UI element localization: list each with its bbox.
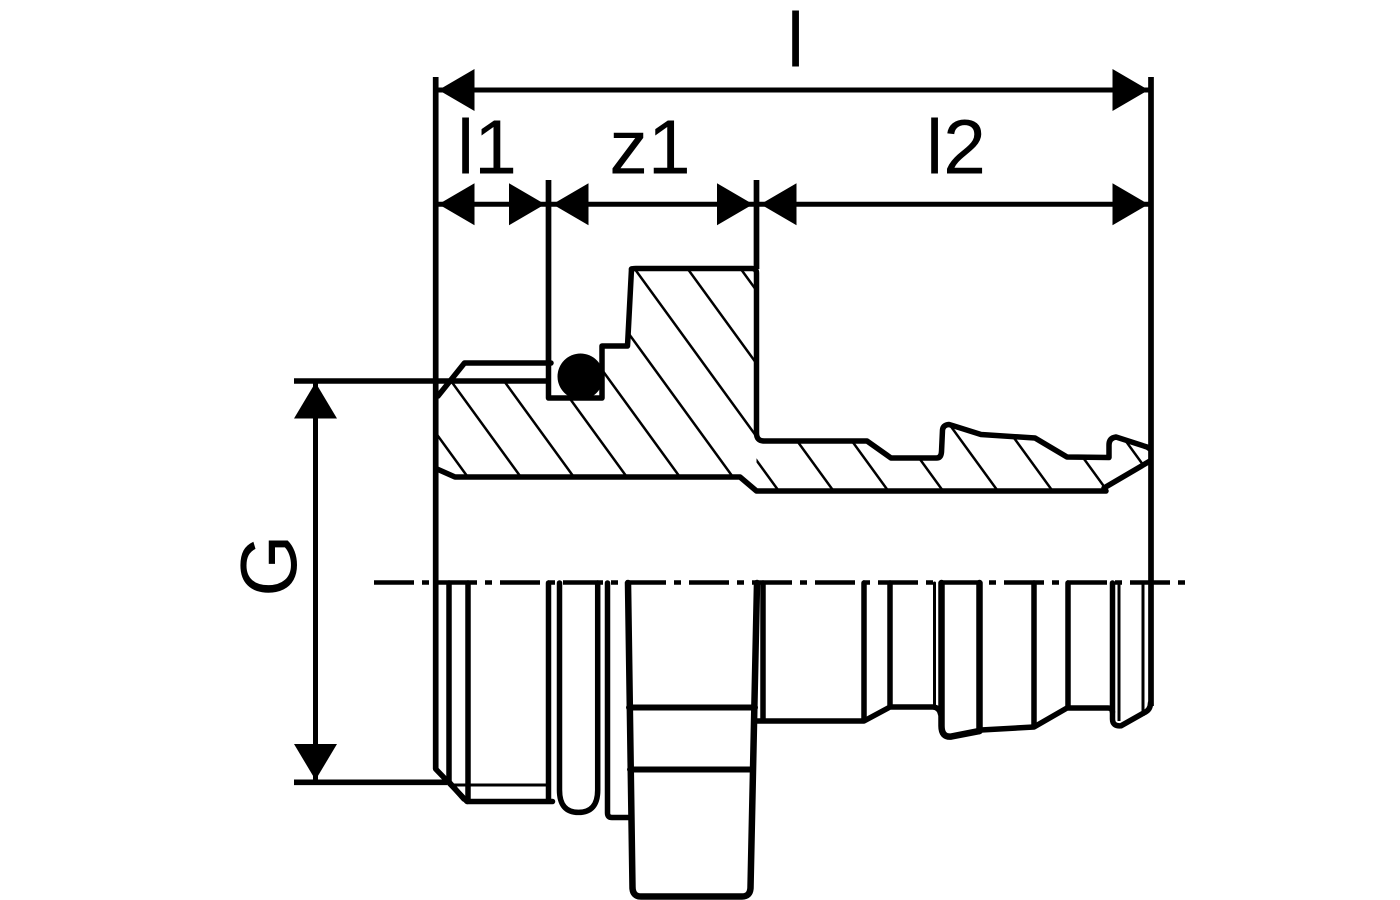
svg-text:z1: z1 <box>609 105 690 191</box>
svg-text:l2: l2 <box>926 105 986 191</box>
svg-text:l1: l1 <box>457 105 517 191</box>
svg-text:G: G <box>224 534 313 596</box>
svg-text:l: l <box>787 0 804 84</box>
